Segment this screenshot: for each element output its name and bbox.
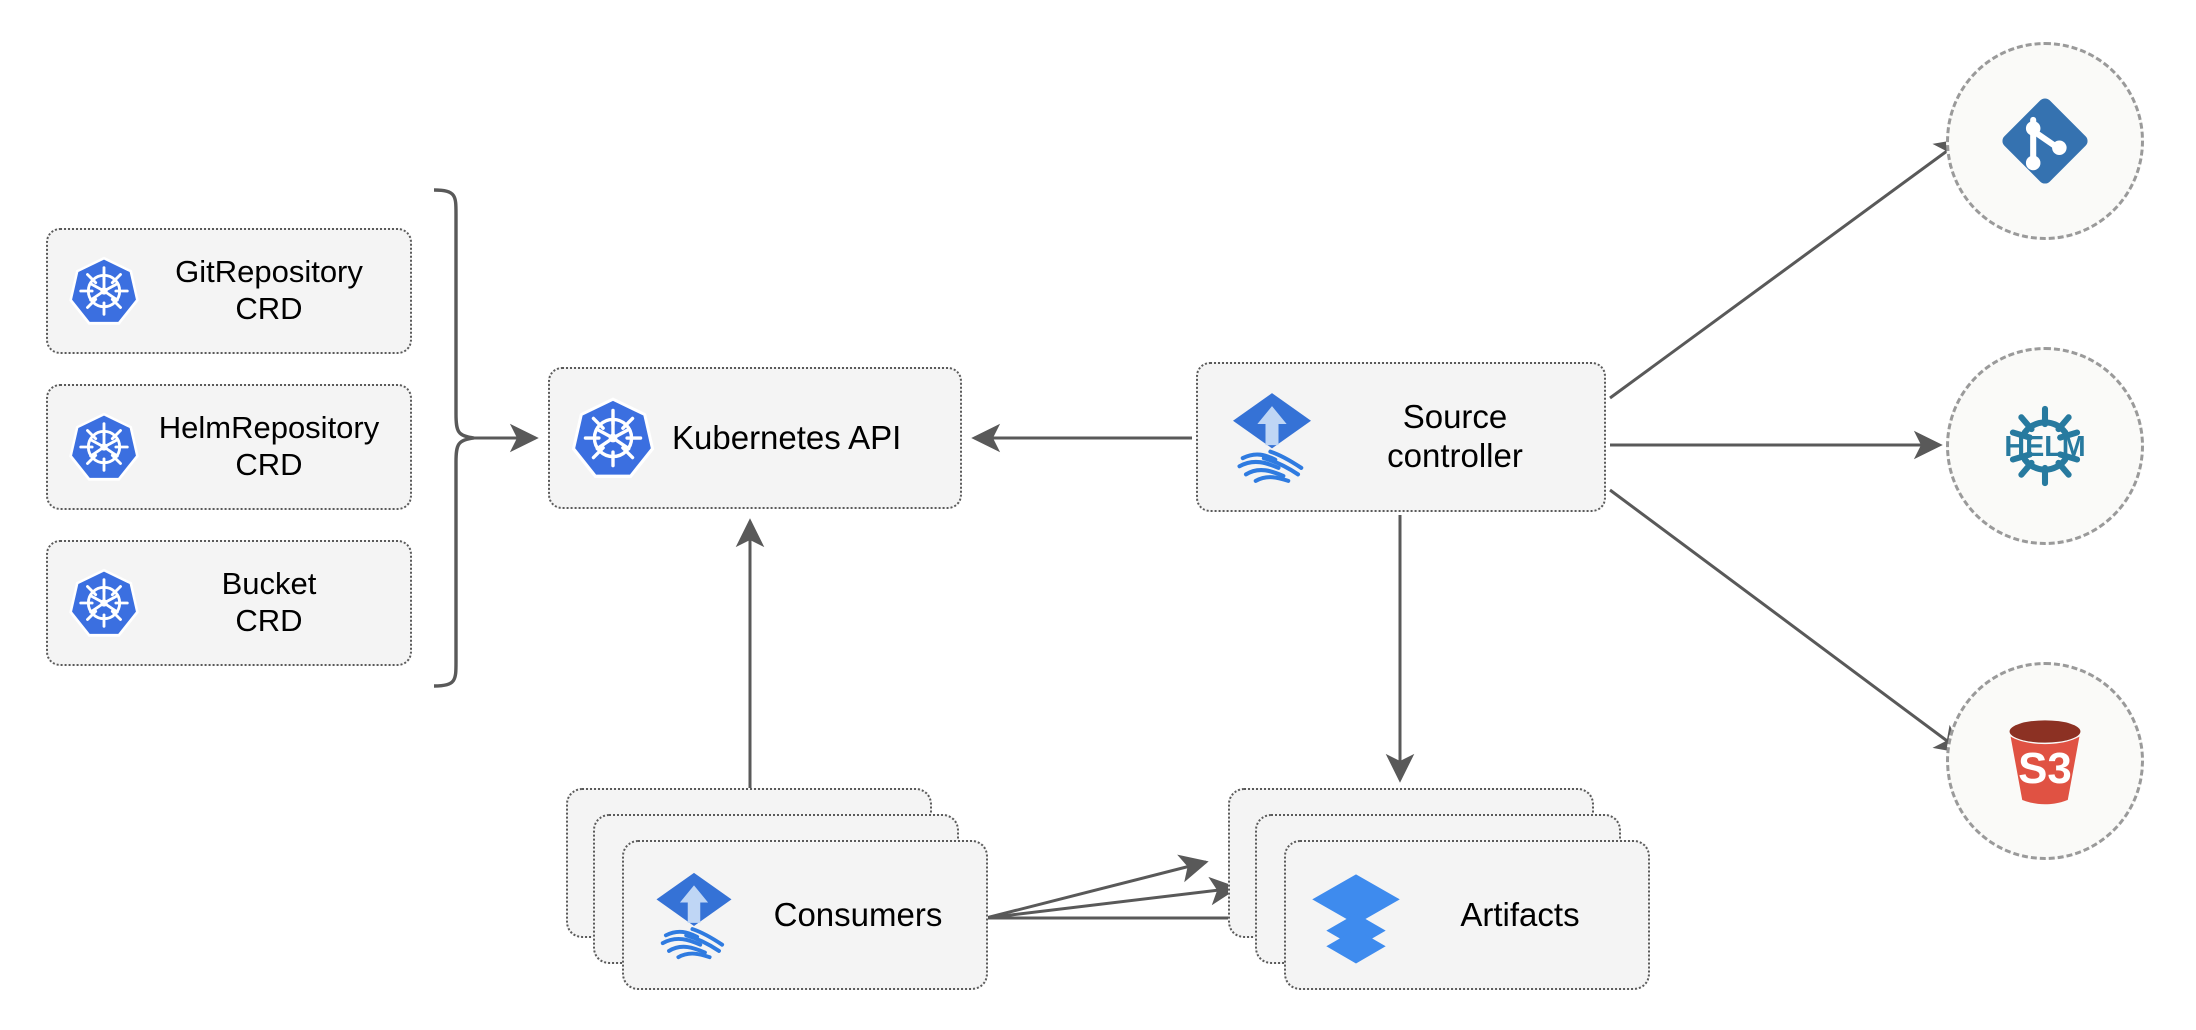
edge-source-controller-to-s3 — [1609, 488, 1965, 754]
edge-consumers-to-artifacts-1 — [985, 854, 1209, 920]
node-label: Kubernetes API — [672, 418, 902, 456]
flux-icon — [1233, 393, 1311, 483]
node-bucket-crd[interactable]: Bucket CRD — [46, 540, 412, 666]
endpoint-s3[interactable]: S3 — [1946, 662, 2144, 860]
crd-group-brace — [433, 188, 475, 688]
node-label: HelmRepository CRD — [158, 410, 380, 482]
node-source-controller[interactable]: Source controller — [1196, 362, 1606, 512]
s3-wordmark: S3 — [2018, 744, 2072, 793]
node-label: Source controller — [1387, 398, 1523, 474]
node-gitrepository-crd[interactable]: GitRepository CRD — [46, 228, 412, 354]
helm-icon: HELM — [2004, 405, 2086, 487]
kubernetes-icon — [69, 568, 139, 637]
node-label: Bucket CRD — [221, 566, 317, 638]
git-icon — [2002, 98, 2088, 184]
endpoint-helm[interactable]: HELM — [1946, 347, 2144, 545]
edge-consumers-to-artifacts-2 — [985, 876, 1239, 920]
kubernetes-icon — [69, 256, 139, 325]
node-kubernetes-api[interactable]: Kubernetes API — [548, 367, 962, 509]
helm-wordmark: HELM — [2004, 431, 2085, 463]
flux-icon — [656, 872, 732, 960]
node-helmrepository-crd[interactable]: HelmRepository CRD — [46, 384, 412, 510]
layers-icon — [1312, 874, 1400, 964]
endpoint-git[interactable] — [1946, 42, 2144, 240]
node-label: Consumers — [773, 896, 943, 933]
node-label: Artifacts — [1460, 896, 1580, 933]
kubernetes-icon — [69, 412, 139, 481]
s3-icon: S3 — [2009, 720, 2081, 805]
consumers-stack-sheet-front[interactable]: Consumers — [622, 840, 988, 990]
edge-source-controller-to-git — [1609, 138, 1965, 400]
kubernetes-icon — [571, 397, 655, 478]
node-label: GitRepository CRD — [175, 254, 363, 326]
artifacts-stack-sheet-front[interactable]: Artifacts — [1284, 840, 1650, 990]
